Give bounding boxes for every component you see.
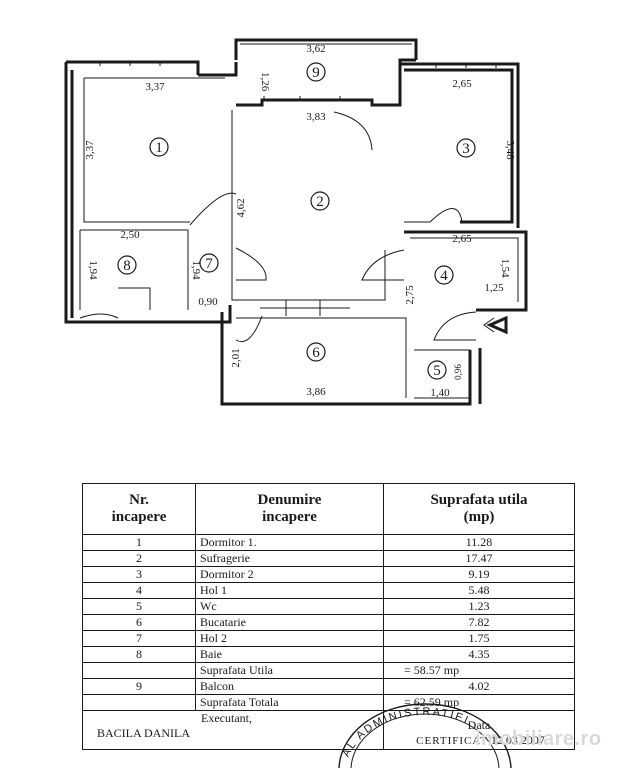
room-area-table: Nr. incapere Denumire incapere Suprafata…	[82, 483, 575, 750]
room-numbers: 1 2 3 4 5 6 7 8 9	[117, 62, 476, 380]
room-number-6: 6	[312, 345, 320, 361]
row-area: 1.75	[383, 630, 575, 647]
row-area: 11.28	[383, 534, 575, 551]
row-area: 9.19	[383, 566, 575, 583]
dim-room8-width: 2,50	[120, 229, 140, 241]
row-name: Dormitor 1.	[195, 534, 384, 551]
dim-room5-width: 1,40	[430, 387, 450, 399]
total-area-label: Suprafata Totala	[195, 694, 384, 711]
row-area: 4.35	[383, 646, 575, 663]
row-name: Wc	[195, 598, 384, 615]
row-name: Sufragerie	[195, 550, 384, 567]
row-nr: 3	[82, 566, 196, 583]
dim-room5-height: 0,96	[453, 364, 463, 380]
room-number-5: 5	[433, 363, 441, 379]
dim-room2-height: 4,62	[235, 198, 247, 217]
balcony-row: 9 Balcon 4.02	[82, 678, 575, 695]
total-area-value: = 62.59 mp	[383, 694, 575, 711]
row-nr: 4	[82, 582, 196, 599]
useful-area-label: Suprafata Utila	[195, 662, 384, 679]
total-area-row: Suprafata Totala = 62.59 mp	[82, 694, 575, 711]
dim-balcony-width: 3,62	[306, 43, 325, 55]
dim-room1-height: 3,37	[84, 140, 96, 160]
row-nr: 6	[82, 614, 196, 631]
room-number-3: 3	[462, 141, 470, 157]
row-area: 5.48	[383, 582, 575, 599]
dim-room8-height: 1,94	[87, 260, 99, 280]
room-number-4: 4	[440, 268, 448, 284]
dim-room7-height: 1,94	[190, 260, 202, 280]
dim-room4-small: 1,25	[484, 282, 504, 294]
balcony-area: 4.02	[383, 678, 575, 695]
dim-room7-width: 0,90	[198, 296, 218, 308]
dim-room3-width: 2,65	[452, 78, 472, 90]
header-area: Suprafata utila (mp)	[383, 483, 575, 535]
table-header-row: Nr. incapere Denumire incapere Suprafata…	[82, 483, 575, 535]
row-nr: 5	[82, 598, 196, 615]
header-name: Denumire incapere	[195, 483, 384, 535]
row-nr: 8	[82, 646, 196, 663]
balcony-name: Balcon	[195, 678, 384, 695]
watermark: imobiliare.ro	[475, 728, 602, 750]
floor-plan: 1 2 3 4 5 6 7 8 9 3,62 1,26 3,37 3,37 3,…	[64, 38, 528, 406]
dim-room4-side: 1,54	[499, 258, 511, 278]
row-name: Hol 2	[195, 630, 384, 647]
room-number-8: 8	[123, 258, 131, 274]
useful-area-value: = 58.57 mp	[383, 662, 575, 679]
useful-area-row: Suprafata Utila = 58.57 mp	[82, 662, 575, 679]
row-name: Baie	[195, 646, 384, 663]
dim-room6-width: 3,86	[306, 386, 326, 398]
row-area: 7.82	[383, 614, 575, 631]
row-nr: 2	[82, 550, 196, 567]
executant-label: Executant,	[201, 711, 252, 726]
room-number-7: 7	[205, 256, 213, 272]
dim-room2-width: 3,83	[306, 111, 326, 123]
balcony-nr: 9	[82, 678, 196, 695]
row-name: Bucatarie	[195, 614, 384, 631]
dim-balcony-depth: 1,26	[259, 72, 271, 92]
dim-room4-height: 2,75	[404, 285, 416, 305]
row-name: Dormitor 2	[195, 566, 384, 583]
header-nr: Nr. incapere	[82, 483, 196, 535]
plan-walls	[64, 38, 528, 406]
dim-room3-height: 3,48	[504, 140, 516, 160]
row-nr: 1	[82, 534, 196, 551]
dim-room4-width: 2,65	[452, 233, 472, 245]
executant-name: BACILA DANILA	[97, 726, 190, 740]
room-number-1: 1	[155, 140, 163, 156]
row-nr: 7	[82, 630, 196, 647]
dim-room6-height: 2,01	[230, 348, 242, 367]
row-area: 1.23	[383, 598, 575, 615]
room-number-2: 2	[316, 194, 324, 210]
signature-row: Executant, BACILA DANILA Data CERTIFICAT…	[82, 710, 575, 750]
row-area: 17.47	[383, 550, 575, 567]
dimension-labels: 3,62 1,26 3,37 3,37 3,83 4,62 2,65 3,48 …	[84, 43, 516, 399]
row-name: Hol 1	[195, 582, 384, 599]
room-number-9: 9	[312, 65, 320, 81]
dim-room1-width: 3,37	[145, 81, 165, 93]
